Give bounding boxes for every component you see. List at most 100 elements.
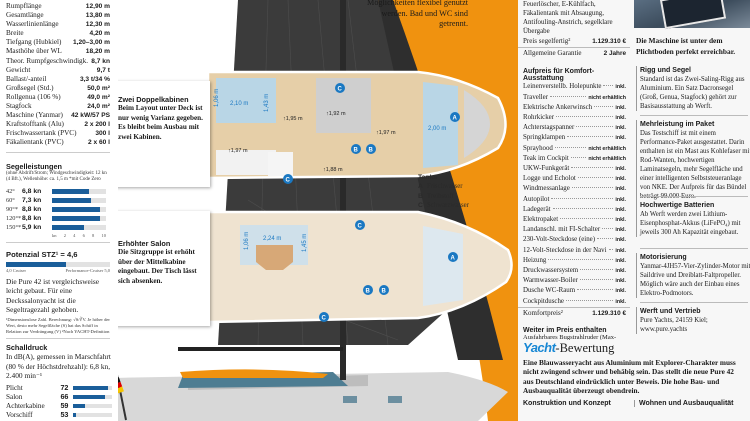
axis-tick: kn	[52, 232, 57, 238]
sailing-title: Segelleistungen	[6, 161, 62, 171]
divider	[640, 196, 748, 197]
svg-text:↑1,92 m: ↑1,92 m	[326, 111, 346, 117]
sound-bar	[73, 403, 85, 408]
boat-illustration: 1,06 m 2,10 m 1,43 m ↑1,95 m ↑1,92 m ↑1,…	[118, 0, 518, 421]
dot-leader	[608, 248, 614, 250]
option-label: Windmessanlage	[523, 185, 570, 193]
svg-text:2,10 m: 2,10 m	[230, 101, 248, 107]
dot-leader	[552, 207, 614, 209]
divider	[6, 338, 110, 340]
option-label: 12-Volt-Steckdose in der Navi	[523, 246, 607, 254]
stz-right-label: Performance-Cruiser 5,0	[65, 267, 110, 273]
spec-value: 13,80 m	[85, 12, 110, 20]
sailing-bar	[52, 188, 89, 194]
tank-badge-b	[351, 144, 361, 154]
speed-value: 6,8 kn	[22, 187, 42, 195]
spec-value: 3,3 t/34 %	[79, 75, 110, 83]
callout-salon: Erhöhter Salon Die Sitzgruppe ist erhöht…	[118, 211, 210, 326]
svg-text:↑1,88 m: ↑1,88 m	[323, 167, 343, 173]
spec-label: Theor. Rumpfgeschwindigk.	[6, 56, 89, 65]
option-value: inkl.	[615, 268, 626, 275]
spec-value: 300 l	[95, 130, 110, 138]
speed-value: 8,8 kn	[22, 205, 42, 213]
callout-cabins-title: Zwei Doppelkabinen	[118, 95, 189, 104]
axis-tick: 2	[63, 232, 66, 238]
bar-track	[52, 224, 106, 230]
option-value: inkl.	[615, 125, 626, 132]
speed-value: 5,9 kn	[22, 223, 42, 231]
spec-row: Fäkalientank (PVC)2 x 60 l	[0, 138, 118, 147]
bar-track	[73, 412, 112, 417]
spec-label: Kraftstofftank (Alu)	[6, 120, 64, 129]
sailing-bar-row: 42°6,8 kn	[0, 187, 118, 196]
spec-label: Masthöhe über WL	[6, 47, 62, 56]
spec-value: 50,0 m²	[87, 84, 110, 92]
svg-text:C: C	[338, 87, 343, 93]
callout-salon-text: Die Sitzgruppe ist erhöht über der Mitte…	[118, 248, 197, 285]
tank-badge-c	[283, 174, 293, 184]
svg-text:1,06 m: 1,06 m	[244, 232, 250, 250]
svg-text:A: A	[451, 256, 456, 262]
spec-value: 2 x 60 l	[88, 139, 110, 147]
dot-leader	[602, 228, 614, 230]
yacht-rating: Yacht-Bewertung Eine Blauwasseryacht aus…	[518, 340, 750, 421]
sound-title: Schalldruck	[6, 343, 48, 353]
dot-leader	[571, 167, 614, 168]
option-value: inkl.	[615, 288, 626, 295]
option-value: inkl.	[615, 298, 626, 305]
dot-leader	[577, 289, 614, 291]
tanks-title: Tanks	[418, 174, 438, 181]
divider	[640, 302, 748, 303]
option-label: Leinenverstellb. Holepunkte	[523, 83, 602, 91]
option-label: Ladegerät	[523, 205, 551, 213]
included-title: Weiter im Preis enthalten	[523, 326, 607, 334]
spec-value: 1,20–3,00 m	[72, 39, 110, 47]
sound-value: 66	[60, 392, 69, 402]
svg-text:C: C	[358, 224, 363, 230]
svg-text:↑1,97 m: ↑1,97 m	[228, 148, 248, 154]
svg-text:1,45 m: 1,45 m	[302, 234, 308, 252]
spec-value: 18,20 m	[85, 48, 110, 56]
bar-track	[52, 215, 106, 221]
dot-leader	[571, 187, 614, 189]
spec-value: 9,7 t	[96, 66, 110, 74]
option-label: Elektropaket	[523, 216, 559, 224]
option-label: 230-Volt-Steckdose (eine)	[523, 236, 596, 244]
bar-track	[52, 188, 106, 194]
option-value: nicht erhältlich	[588, 155, 626, 162]
dot-leader	[551, 197, 614, 199]
options-title: Aufpreis für Komfort-Ausstattung	[523, 68, 595, 83]
spec-value: 42 kW/57 PS	[71, 112, 110, 120]
option-label: Springklampen	[523, 134, 566, 142]
divider	[640, 248, 748, 249]
salon-table	[256, 245, 293, 270]
angle-label: 120°*	[6, 214, 22, 222]
spec-label: Frischwassertank (PVC)	[6, 129, 77, 138]
